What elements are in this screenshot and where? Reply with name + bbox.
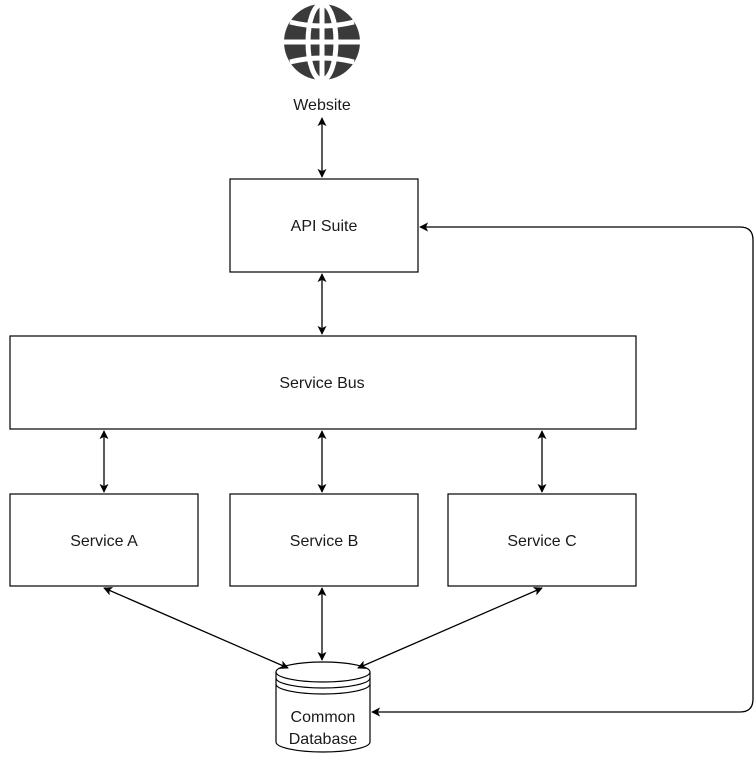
service-c-node[interactable]: Service C <box>447 493 637 587</box>
database-label-line1: Common <box>291 709 356 726</box>
edge-service-a-database <box>103 587 289 669</box>
api-suite-label: API Suite <box>291 218 358 235</box>
service-b-node[interactable]: Service B <box>229 493 419 587</box>
service-a-label: Service A <box>70 533 138 550</box>
globe-icon <box>284 1 360 83</box>
edge-service-c-database <box>357 587 543 669</box>
service-bus-label: Service Bus <box>279 375 364 392</box>
service-a-node[interactable]: Service A <box>9 493 199 587</box>
database-label-line2: Database <box>289 731 358 748</box>
database-cylinder-icon <box>275 661 371 753</box>
edge-database-api-suite-loop <box>371 222 754 717</box>
service-bus-node[interactable]: Service Bus <box>9 335 637 430</box>
service-c-label: Service C <box>507 533 576 550</box>
api-suite-node[interactable]: API Suite <box>229 178 419 273</box>
website-label: Website <box>293 97 351 114</box>
edges <box>99 117 754 717</box>
database-node[interactable]: Common Database <box>275 661 371 753</box>
service-b-label: Service B <box>290 533 358 550</box>
